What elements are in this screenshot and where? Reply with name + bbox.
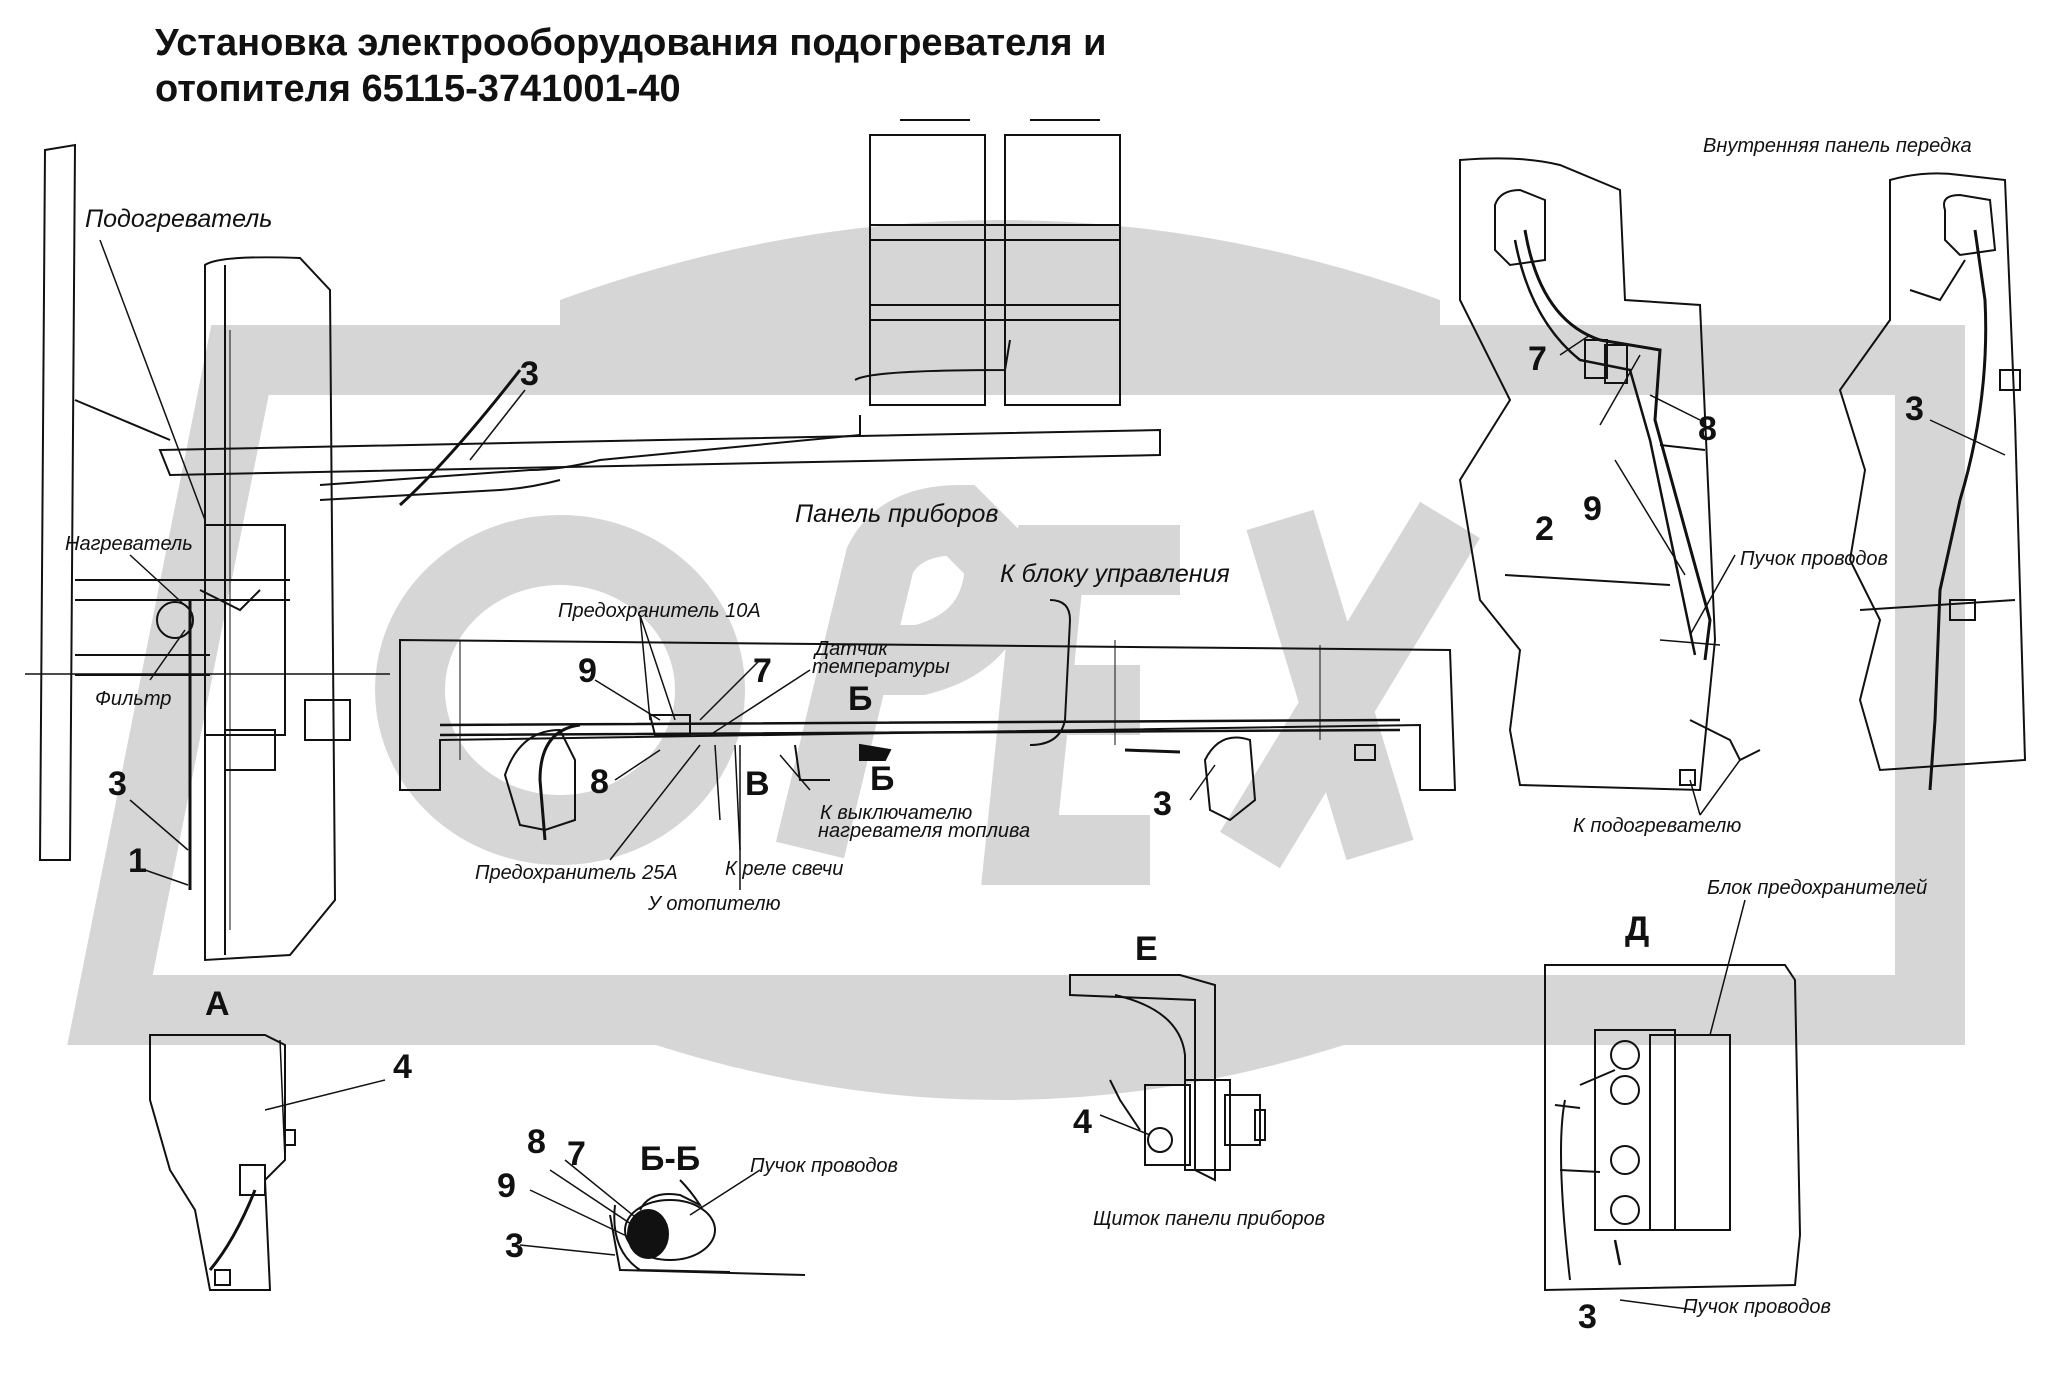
label-wire-bundle-d: Пучок проводов xyxy=(1683,1296,1831,1318)
label-heater: Подогреватель xyxy=(85,205,273,233)
callout-4-e: 4 xyxy=(1073,1103,1092,1141)
callout-8-right: 8 xyxy=(1698,410,1717,448)
callout-3-panel: 3 xyxy=(1153,785,1172,823)
watermark-letters xyxy=(375,484,1480,885)
label-instrument-shield: Щиток панели приборов xyxy=(1093,1208,1326,1230)
section-e: Е xyxy=(1135,930,1158,968)
label-at-heater-unit: У отопителю xyxy=(648,893,781,915)
callout-8-panel: 8 xyxy=(590,763,609,801)
callout-3-d: 3 xyxy=(1578,1298,1597,1336)
label-wire-bundle-right: Пучок проводов xyxy=(1740,548,1888,570)
section-a: А xyxy=(205,985,230,1023)
callout-7-panel: 7 xyxy=(753,652,772,690)
label-to-plug-relay: К реле свечи xyxy=(725,858,844,880)
callout-3-left: 3 xyxy=(108,765,127,803)
label-fuse-block: Блок предохранителей xyxy=(1707,877,1928,899)
leader-lines xyxy=(99,239,2006,1311)
label-to-preheater: К подогревателю xyxy=(1573,815,1742,837)
title-line-2: отопителя 65115-3741001-40 xyxy=(155,68,681,110)
callout-4-a: 4 xyxy=(393,1048,412,1086)
label-wire-bundle-bb: Пучок проводов xyxy=(750,1155,898,1177)
section-b-bottom: Б xyxy=(870,760,895,798)
label-instrument-panel: Панель приборов xyxy=(795,500,999,528)
callout-9-right: 9 xyxy=(1583,490,1602,528)
callout-3-right: 3 xyxy=(1905,390,1924,428)
label-filter: Фильтр xyxy=(95,688,172,710)
drawing-lines xyxy=(25,119,2027,1292)
section-b-top: Б xyxy=(848,680,873,718)
callout-2-right: 2 xyxy=(1535,510,1554,548)
label-inner-front-panel: Внутренняя панель передка xyxy=(1703,135,1972,157)
section-v: В xyxy=(745,765,770,803)
label-fuel-heater-switch-2: нагревателя топлива xyxy=(818,820,1031,842)
callout-1: 1 xyxy=(128,842,147,880)
callout-9-panel: 9 xyxy=(578,652,597,690)
callout-7-bb: 7 xyxy=(567,1135,586,1173)
callout-8-bb: 8 xyxy=(527,1123,546,1161)
callout-7-right: 7 xyxy=(1528,340,1547,378)
watermark-logo xyxy=(67,220,1965,1100)
section-bb: Б-Б xyxy=(640,1140,701,1178)
label-temp-sensor-2: температуры xyxy=(812,656,950,678)
label-temp-sensor-1: Датчик xyxy=(815,638,888,660)
label-to-control-unit: К блоку управления xyxy=(1000,560,1230,588)
callout-9-bb: 9 xyxy=(497,1167,516,1205)
label-fuse-10a: Предохранитель 10А xyxy=(558,600,761,622)
title-line-1: Установка электрооборудования подогреват… xyxy=(155,22,1107,64)
label-fuel-heater-switch-1: К выключателю xyxy=(820,802,973,824)
section-d: Д xyxy=(1625,910,1650,948)
callout-3-bb: 3 xyxy=(505,1227,524,1265)
label-heating-element: Нагреватель xyxy=(65,533,193,555)
callout-3-top: 3 xyxy=(520,355,539,393)
label-fuse-25a: Предохранитель 25А xyxy=(475,862,678,884)
page-title: Установка электрооборудования подогреват… xyxy=(155,20,1107,112)
